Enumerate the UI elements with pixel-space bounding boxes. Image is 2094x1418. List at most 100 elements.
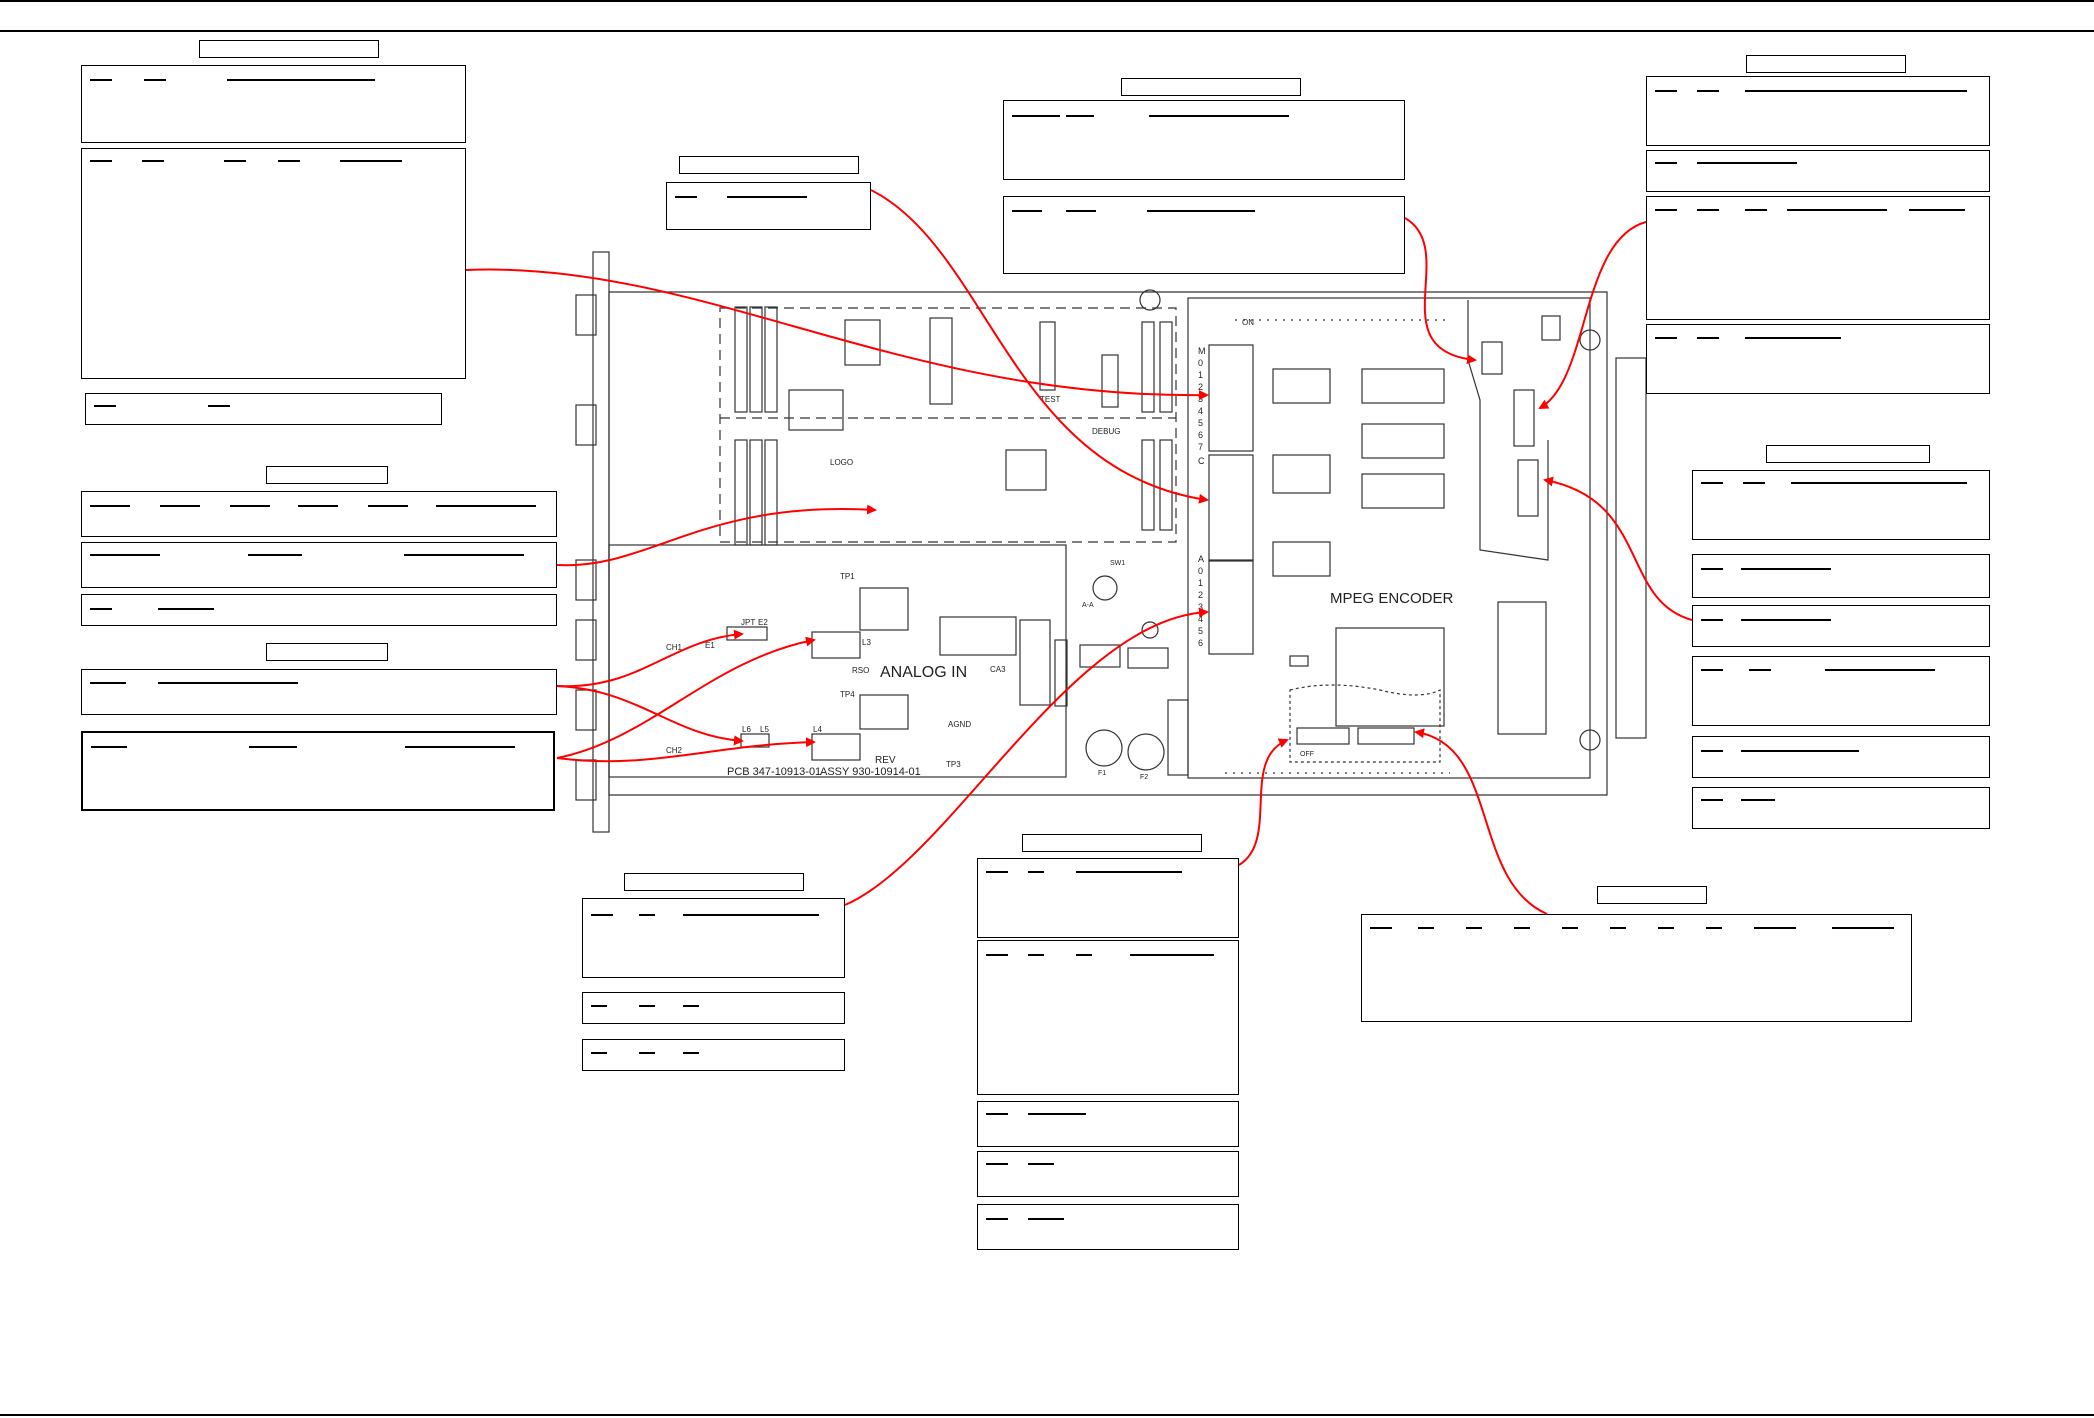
callout-box-left-middle-3 — [81, 594, 557, 626]
svg-text:1: 1 — [1198, 370, 1203, 380]
callout-box-bottom-center-4 — [977, 1151, 1239, 1197]
arrow-upper-left-to-dip-m — [465, 268, 1209, 401]
top-frame-line-2 — [0, 30, 2094, 32]
debug-label: DEBUG — [1092, 427, 1120, 436]
test-label: TEST — [1040, 395, 1061, 404]
callout-title-2 — [679, 156, 859, 174]
test-point-tp3: TP3 — [946, 760, 961, 769]
dip-switch-bank-m — [1208, 344, 1254, 452]
callout-box-bottom-right — [1361, 914, 1912, 1022]
arrow-left-lower2-to-jumper-l3 — [556, 636, 816, 759]
test-point-tp1: TP1 — [840, 572, 855, 581]
off-label: OFF — [1300, 751, 1314, 758]
dip-switch-bank-c — [1208, 454, 1254, 562]
svg-text:5: 5 — [1198, 418, 1203, 428]
jumper-label-e1: E1 — [705, 641, 715, 650]
svg-text:6: 6 — [1198, 430, 1203, 440]
svg-text:1: 1 — [1198, 578, 1203, 588]
svg-text:7: 7 — [1198, 442, 1203, 452]
callout-box-bottom-center-1 — [977, 858, 1239, 938]
callout-title-6 — [266, 643, 388, 661]
callout-box-right-middle-2 — [1692, 554, 1990, 598]
callout-box-left-middle-2 — [81, 542, 557, 588]
callout-box-upper-left-1 — [81, 65, 466, 143]
callout-box-bottom-center-3 — [977, 1101, 1239, 1147]
mpeg-encoder-chip — [1335, 627, 1445, 727]
callout-box-bottom-left-1 — [582, 898, 845, 978]
callout-box-left-lower-2 — [81, 731, 555, 811]
callout-title-5 — [266, 466, 388, 484]
callout-title-3 — [1121, 78, 1301, 96]
on-label: ON — [1242, 318, 1254, 327]
arrow-upper-right-to-dip — [1538, 221, 1647, 409]
callout-box-center-upper-2 — [1003, 196, 1405, 274]
callout-box-left-lower-1 — [81, 669, 557, 715]
agnd-label: AGND — [948, 720, 971, 729]
a-a-label: A-A — [1082, 602, 1094, 609]
callout-box-center-upper-1 — [1003, 100, 1405, 180]
arrow-bottom-right-to-dip — [1414, 728, 1548, 915]
sw1-label: SW1 — [1110, 560, 1125, 567]
arrow-left-lower-to-jumper-l6 — [556, 685, 744, 746]
callout-title-9 — [1022, 834, 1202, 852]
arrow-left-lower-to-jumper-e1 — [556, 629, 744, 688]
callout-title-4 — [1746, 55, 1906, 73]
dip-switch-bank-a — [1208, 559, 1254, 655]
mpeg-encoder-label: MPEG ENCODER — [1330, 590, 1454, 607]
svg-text:4: 4 — [1198, 406, 1203, 416]
test-point-tp4: TP4 — [840, 690, 855, 699]
callout-title-10 — [1597, 886, 1707, 904]
arrow-left-middle-to-chip — [556, 504, 877, 567]
f1-label: F1 — [1098, 770, 1106, 777]
bottom-frame-line — [0, 1414, 2094, 1416]
callout-box-right-middle-4 — [1692, 656, 1990, 726]
callout-box-bottom-center-5 — [977, 1204, 1239, 1250]
jumper-label-e2: E2 — [758, 618, 768, 627]
svg-text:0: 0 — [1198, 358, 1203, 368]
top-frame-line-1 — [0, 0, 2094, 2]
svg-text:5: 5 — [1198, 626, 1203, 636]
jumper-label-l6: L6 — [742, 725, 751, 734]
channel-label-a: A — [1198, 554, 1204, 564]
callout-title-8 — [624, 873, 804, 891]
callout-box-upper-right-3 — [1646, 196, 1990, 320]
jumper-label-l5: L5 — [760, 725, 769, 734]
svg-text:2: 2 — [1198, 590, 1203, 600]
arrow-bottom-left-to-dip-a — [844, 607, 1209, 906]
callout-box-upper-right-4 — [1646, 324, 1990, 394]
callout-box-upper-right-1 — [1646, 76, 1990, 146]
channel-label-c: C — [1198, 456, 1205, 466]
logo-label: LOGO — [830, 458, 853, 467]
svg-text:6: 6 — [1198, 638, 1203, 648]
f2-label: F2 — [1140, 774, 1148, 781]
arrow-center-upper-left-to-dip-c — [870, 189, 1209, 504]
arrow-center-upper-to-switch — [1404, 217, 1477, 365]
callout-title-7 — [1766, 445, 1930, 463]
bit-labels-a: 0 1 2 3 4 5 6 — [1198, 566, 1203, 648]
arrow-right-middle-to-dip — [1543, 476, 1693, 621]
ca3-label: CA3 — [990, 665, 1006, 674]
svg-text:4: 4 — [1198, 614, 1203, 624]
channel-label-m: M — [1198, 346, 1206, 356]
connector-label-ch2: CH2 — [666, 746, 683, 755]
callout-box-right-middle-1 — [1692, 470, 1990, 540]
callout-box-upper-left-3 — [85, 393, 442, 425]
arrow-left-lower2-to-jumper-l4 — [556, 737, 816, 763]
callout-box-right-middle-5 — [1692, 736, 1990, 778]
callout-title-1 — [199, 40, 379, 58]
callout-box-upper-left-2 — [81, 148, 466, 379]
callout-box-bottom-left-3 — [582, 1039, 845, 1071]
callout-box-left-middle-1 — [81, 491, 557, 537]
arrow-bottom-center-to-dip — [1238, 738, 1289, 866]
callout-box-bottom-center-2 — [977, 940, 1239, 1095]
connector-label-ch1: CH1 — [666, 643, 683, 652]
jumper-label-l3: L3 — [862, 638, 871, 647]
callout-box-center-upper-left — [666, 182, 871, 230]
jumper-label-l4: L4 — [813, 725, 822, 734]
rev-label: REV — [875, 755, 896, 766]
jumper-label-jpt: JPT — [741, 618, 755, 627]
analog-daughterboard — [608, 544, 1067, 778]
mpeg-module — [1187, 297, 1591, 779]
